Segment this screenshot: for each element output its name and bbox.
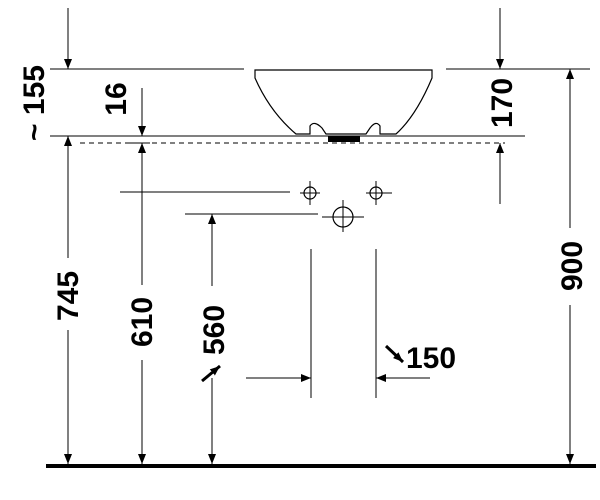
dim-560-label: 560	[198, 305, 231, 355]
dim-16-label: 16	[100, 82, 133, 115]
floor-line	[46, 464, 596, 468]
dim-150-label: 150	[406, 342, 456, 375]
waste-connection-icon	[322, 200, 364, 232]
dim-560-pointer	[201, 364, 221, 383]
washbasin-bowl	[254, 69, 433, 135]
tap-connection-right-icon	[366, 181, 392, 205]
dim-155-label: ~ 155	[18, 65, 51, 141]
dim-150-pointer	[384, 344, 405, 364]
dim-170-label: 170	[486, 78, 519, 128]
waste-outlet	[328, 136, 360, 142]
dim-900-label: 900	[556, 241, 589, 291]
dim-610-label: 610	[126, 297, 159, 347]
dim-745-label: 745	[52, 271, 85, 321]
tap-connection-left-icon	[300, 181, 320, 205]
